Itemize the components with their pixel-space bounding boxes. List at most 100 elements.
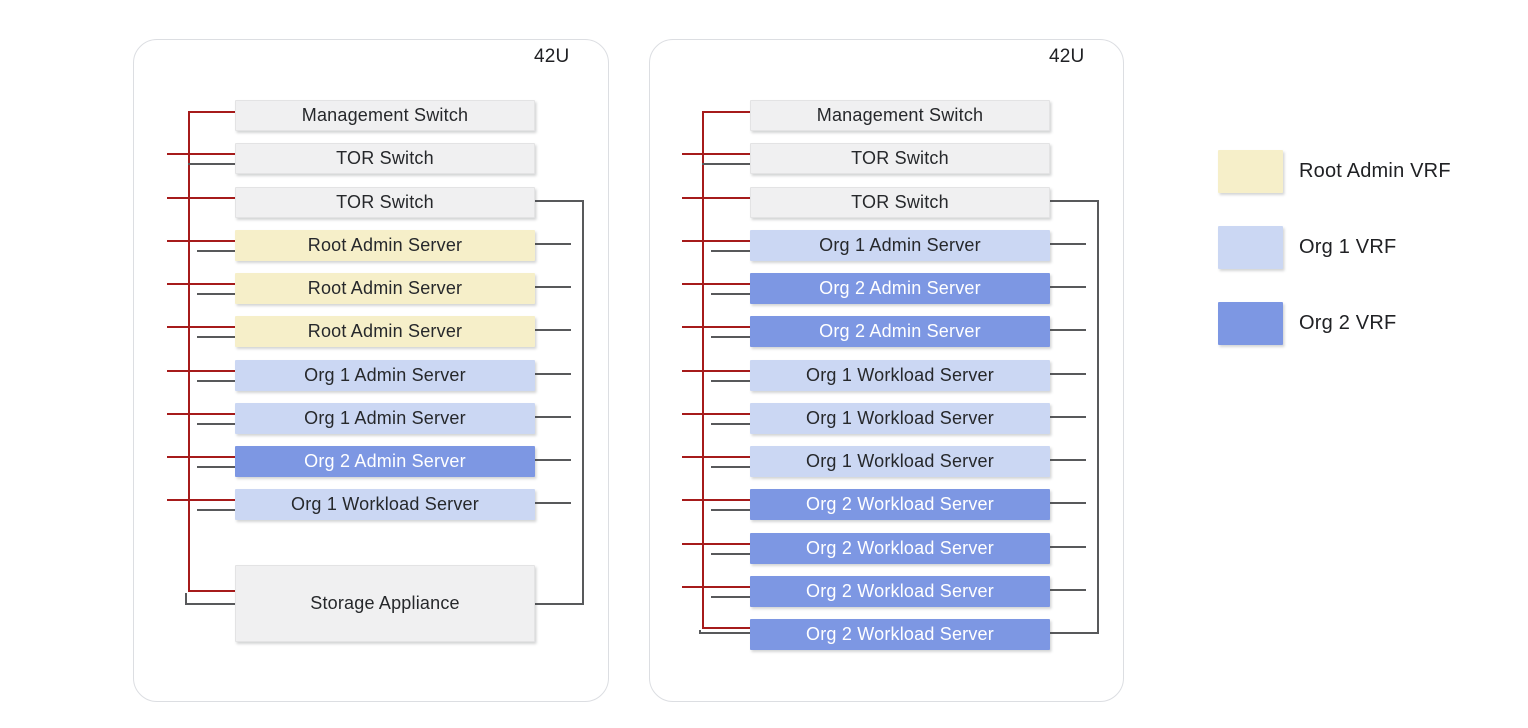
rack-unit-org-1-admin-server: Org 1 Admin Server: [235, 359, 535, 391]
data-link-stub: [1050, 588, 1086, 591]
management-link-line: [167, 369, 235, 372]
rack-unit-management-switch: Management Switch: [235, 100, 535, 131]
data-link-stub: [197, 379, 235, 382]
data-link-stub: [711, 422, 750, 425]
management-link-line: [167, 412, 235, 415]
data-link-stub: [535, 372, 571, 375]
data-link-line: [185, 603, 235, 605]
rack-unit-org-2-workload-server: Org 2 Workload Server: [750, 532, 1050, 564]
data-link-stub: [711, 466, 750, 468]
management-link-line: [682, 412, 750, 415]
rack-unit-org-1-workload-server: Org 1 Workload Server: [750, 446, 1050, 477]
data-link-stub: [535, 286, 571, 288]
management-trunk-line: [188, 111, 190, 592]
data-link-stub: [535, 329, 571, 332]
data-link-stub: [197, 466, 235, 468]
rack-unit-tor-switch: TOR Switch: [235, 186, 535, 218]
legend-item-org1-vrf: Org 1 VRF: [1218, 226, 1396, 269]
data-link-stub: [711, 336, 750, 339]
data-link-stub: [188, 163, 235, 166]
management-link-line: [167, 196, 235, 199]
management-link-line: [682, 456, 750, 458]
rack-capacity-label: 42U: [1049, 46, 1085, 67]
data-link-stub: [711, 249, 750, 252]
management-link-line: [702, 111, 750, 113]
data-link-stub: [702, 163, 750, 166]
management-link-line: [167, 283, 235, 285]
legend-item-org2-vrf: Org 2 VRF: [1218, 302, 1396, 345]
rack-unit-org-2-workload-server: Org 2 Workload Server: [750, 575, 1050, 607]
rack-unit-tor-switch: TOR Switch: [750, 143, 1050, 175]
legend: Root Admin VRF Org 1 VRF Org 2 VRF: [1218, 150, 1518, 350]
management-link-line: [167, 153, 235, 156]
data-link-stub: [1050, 459, 1086, 461]
management-link-line: [167, 456, 235, 458]
data-link-stub: [1050, 329, 1086, 332]
management-link-line: [702, 627, 750, 629]
management-link-line: [682, 326, 750, 329]
management-link-line: [682, 542, 750, 545]
data-link-stub: [197, 509, 235, 512]
rack-unit-org-2-admin-server: Org 2 Admin Server: [235, 446, 535, 477]
data-link-stub: [535, 502, 571, 505]
data-link-stub: [197, 293, 235, 295]
legend-item-label: Org 1 VRF: [1299, 236, 1397, 258]
rack-unit-management-switch: Management Switch: [750, 100, 1050, 131]
legend-item-label: Org 2 VRF: [1299, 312, 1397, 334]
root-admin-vrf-swatch: [1218, 150, 1283, 193]
rack-unit-root-admin-server: Root Admin Server: [235, 316, 535, 348]
org2-vrf-swatch: [1218, 302, 1283, 345]
legend-item-label: Root Admin VRF: [1299, 160, 1451, 182]
data-link-line: [535, 199, 584, 202]
management-link-line: [682, 283, 750, 285]
rack-unit-org-1-workload-server: Org 1 Workload Server: [750, 402, 1050, 434]
data-link-line: [1097, 199, 1099, 634]
data-link-stub: [711, 293, 750, 295]
data-link-line: [699, 632, 750, 634]
data-link-stub: [1050, 415, 1086, 418]
management-link-line: [682, 585, 750, 588]
rack-unit-tor-switch: TOR Switch: [750, 186, 1050, 218]
org1-vrf-swatch: [1218, 226, 1283, 269]
rack-unit-root-admin-server: Root Admin Server: [235, 273, 535, 304]
rack-unit-org-2-admin-server: Org 2 Admin Server: [750, 273, 1050, 304]
data-link-line: [1050, 632, 1097, 634]
legend-item-root-admin-vrf: Root Admin VRF: [1218, 150, 1451, 193]
data-link-line: [582, 199, 584, 605]
data-link-line: [1050, 199, 1099, 202]
management-link-line: [167, 239, 235, 242]
management-link-line: [682, 196, 750, 199]
rack-unit-org-2-workload-server: Org 2 Workload Server: [750, 489, 1050, 521]
data-link-stub: [197, 336, 235, 339]
data-link-stub: [711, 552, 750, 555]
data-link-stub: [535, 459, 571, 461]
rack-unit-org-1-workload-server: Org 1 Workload Server: [235, 489, 535, 521]
rack-unit-org-1-admin-server: Org 1 Admin Server: [235, 402, 535, 434]
data-link-stub: [711, 595, 750, 598]
management-link-line: [682, 369, 750, 372]
management-link-line: [682, 153, 750, 156]
data-link-stub: [711, 379, 750, 382]
rack-unit-storage-appliance: Storage Appliance: [235, 565, 535, 642]
management-link-line: [167, 326, 235, 329]
management-link-line: [188, 111, 235, 113]
rack-unit-org-1-workload-server: Org 1 Workload Server: [750, 359, 1050, 391]
data-link-stub: [535, 242, 571, 245]
rack-unit-org-1-admin-server: Org 1 Admin Server: [750, 229, 1050, 261]
data-link-stub: [1050, 502, 1086, 505]
rack-unit-org-2-admin-server: Org 2 Admin Server: [750, 316, 1050, 348]
data-link-stub: [535, 415, 571, 418]
rack-unit-org-2-workload-server: Org 2 Workload Server: [750, 619, 1050, 650]
management-link-line: [682, 499, 750, 502]
data-link-stub: [197, 422, 235, 425]
management-link-line: [167, 499, 235, 502]
data-link-line: [535, 603, 582, 605]
data-link-stub: [1050, 242, 1086, 245]
data-link-stub: [1050, 372, 1086, 375]
rack-unit-tor-switch: TOR Switch: [235, 143, 535, 175]
data-link-stub: [1050, 545, 1086, 548]
data-link-stub: [711, 509, 750, 512]
rack-unit-root-admin-server: Root Admin Server: [235, 229, 535, 261]
rack-capacity-label: 42U: [534, 46, 570, 67]
